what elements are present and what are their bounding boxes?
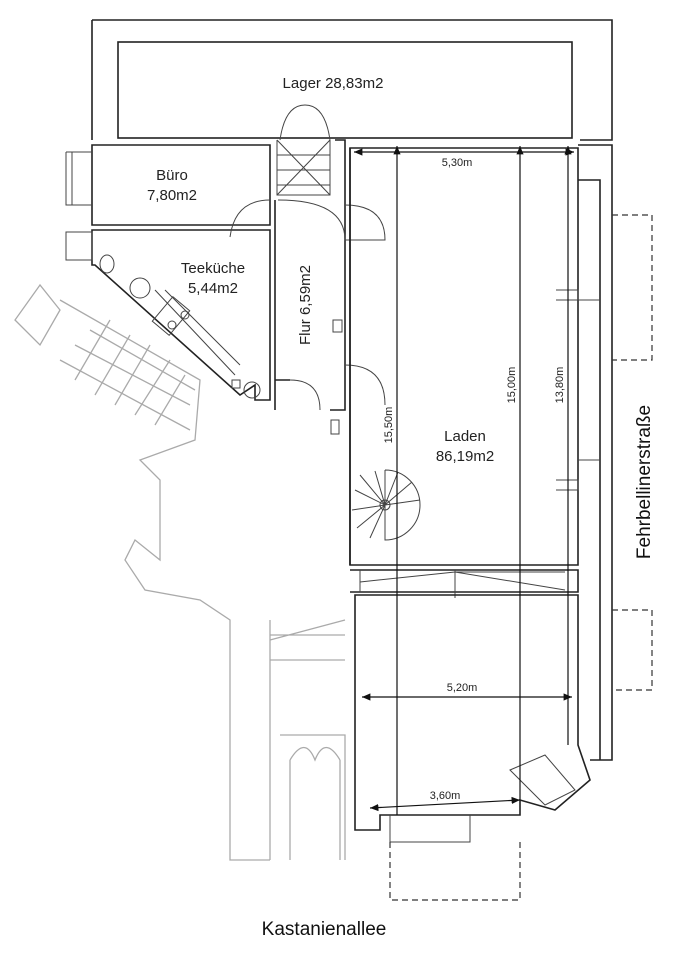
dimension-lines: 5,30m 15,50m 15,00m 13,80m 5,20m 3,60m: [354, 146, 574, 815]
dim-width-mid: 5,20m: [447, 682, 478, 694]
room-buero: Büro 7,80m2: [65, 144, 271, 226]
room-label-flur: Flur 6,59m2: [297, 265, 314, 345]
room-label-teekueche: Teeküche: [181, 260, 245, 277]
room-label-teekueche-area: 5,44m2: [188, 280, 238, 297]
dim-width-bottom: 3,60m: [430, 790, 461, 802]
room-label-lager: Lager 28,83m2: [283, 75, 384, 92]
dim-length-right: 13,80m: [554, 367, 566, 404]
dashed-outlines: [389, 214, 653, 901]
room-flur: Flur 6,59m2: [229, 139, 386, 435]
dim-length-mid: 15,00m: [506, 367, 518, 404]
room-label-buero-area: 7,80m2: [147, 187, 197, 204]
room-label-buero: Büro: [156, 167, 188, 184]
room-label-laden-area: 86,19m2: [436, 448, 494, 465]
neighbour-building: [14, 283, 346, 861]
room-label-laden: Laden: [444, 428, 486, 445]
spiral-staircase: [351, 469, 421, 541]
room-lager: Lager 28,83m2: [91, 19, 613, 196]
dim-length-left: 15,50m: [383, 407, 395, 444]
street-label-kastanienallee: Kastanienallee: [262, 919, 387, 940]
room-laden: Laden 86,19m2: [349, 144, 613, 843]
room-teekueche: Teeküche 5,44m2: [65, 229, 271, 401]
dim-width-top: 5,30m: [442, 157, 473, 169]
street-label-fehrbelliner: Fehrbellinerstraße: [634, 405, 655, 559]
